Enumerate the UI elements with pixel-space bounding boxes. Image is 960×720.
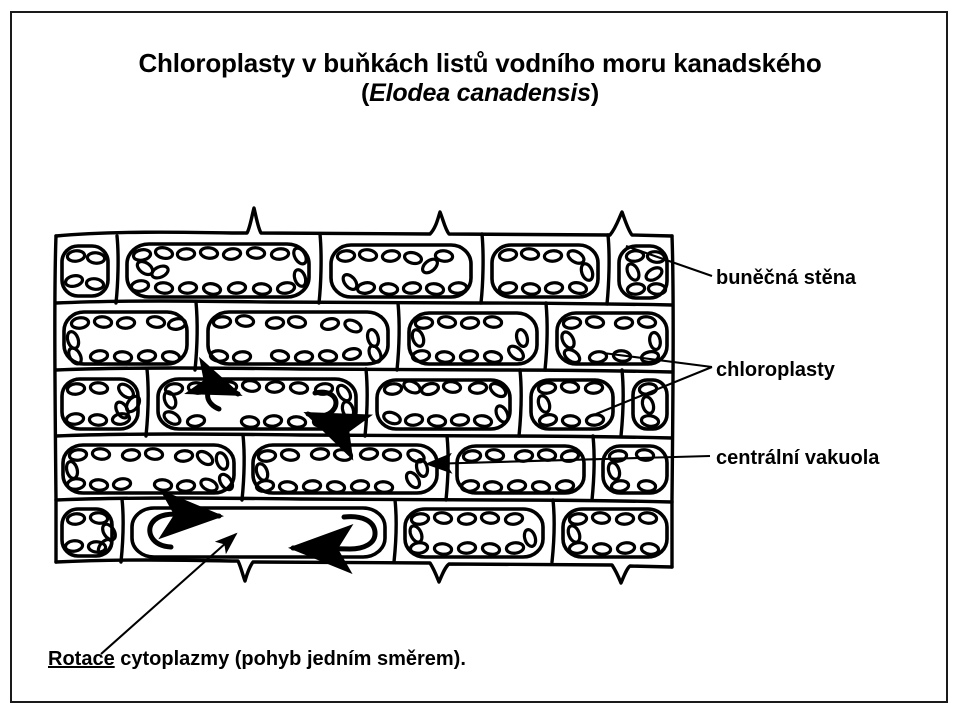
title-line-scientific: (Elodea canadensis) — [30, 79, 930, 109]
streaming-arrow-loop-upper — [184, 356, 373, 461]
leader-chloroplasts-upper — [602, 351, 713, 369]
cell-membranes — [60, 242, 669, 559]
leader-lines — [100, 245, 713, 655]
leader-rotation-caption — [100, 532, 238, 655]
paren-open: ( — [361, 78, 370, 107]
leader-cell-wall — [625, 245, 713, 277]
leader-central-vacuola — [424, 452, 711, 474]
label-cell-wall: buněčná stěna — [716, 267, 857, 289]
species-name: Elodea canadensis — [369, 78, 591, 107]
label-central-vacuole: centrální vakuola — [716, 447, 880, 469]
page-title: Chloroplasty v buňkách listů vodního mor… — [30, 48, 930, 108]
slide-frame — [10, 11, 948, 703]
label-chloroplasts: chloroplasty — [716, 359, 835, 381]
figure-caption: Rotace cytoplazmy (pohyb jedním směrem). — [48, 648, 466, 671]
streaming-rotation-loop — [147, 489, 378, 575]
title-line-primary: Chloroplasty v buňkách listů vodního mor… — [138, 48, 822, 78]
leader-chloroplasts-lower — [595, 366, 713, 415]
caption-rest: cytoplazmy (pohyb jedním směrem). — [114, 648, 466, 670]
paren-close: ) — [590, 78, 599, 107]
caption-keyword: Rotace — [48, 648, 115, 670]
cell-wall-network — [53, 206, 675, 585]
